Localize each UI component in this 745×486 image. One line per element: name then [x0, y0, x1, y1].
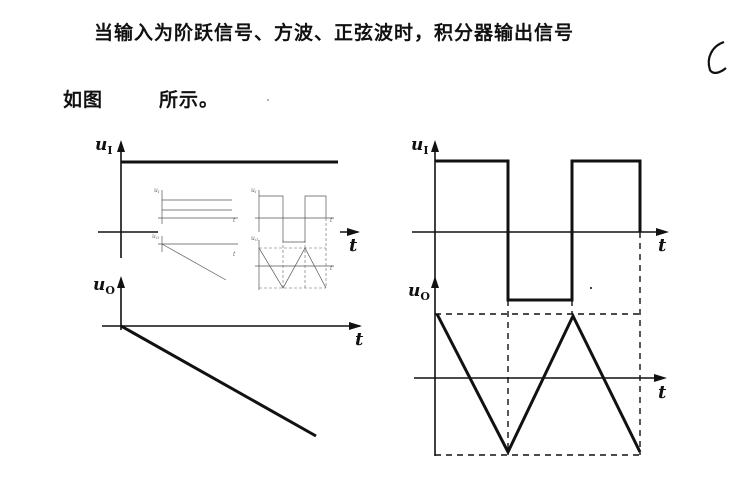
scan-mark — [707, 40, 727, 74]
square-input-label: uI — [411, 135, 429, 157]
triangle-output-signal — [435, 312, 642, 456]
triangle-output-t-label: t — [658, 382, 667, 403]
ramp-output-signal — [120, 324, 317, 438]
ramp-output-plot: uO t — [93, 275, 364, 438]
step-input-t-label: t — [349, 235, 358, 256]
inset-thumbnail: uI t uO t uI t uO t — [152, 184, 340, 292]
inset-square-input-t-label: t — [330, 217, 333, 224]
inset-ramp-output-label: uO — [152, 233, 160, 240]
square-input-signal — [435, 159, 642, 302]
ramp-output-y-arrow — [117, 276, 125, 288]
triangle-output-plot: uO t — [408, 232, 667, 456]
inset-triangle-output-t-label: t — [330, 265, 333, 272]
paragraph-line-2-end: 所示。 — [159, 89, 220, 111]
scan-speck — [589, 286, 593, 290]
inset-ramp-output-t-label: t — [233, 251, 236, 258]
inset-step-input-t-label: t — [233, 217, 236, 224]
ramp-output-t-label: t — [355, 329, 364, 350]
step-input-label: uI — [95, 135, 113, 157]
square-input-t-label: t — [658, 235, 667, 256]
step-input-x-arrow — [347, 228, 360, 236]
ramp-output-x-arrow — [349, 322, 362, 330]
square-input-x-arrow — [656, 228, 669, 236]
triangle-output-y-arrow — [431, 276, 439, 288]
inset-square-input-label: uI — [251, 187, 257, 194]
scan-speck — [267, 99, 269, 101]
square-input-plot: uI t — [411, 135, 669, 302]
ramp-output-label: uO — [93, 275, 115, 297]
triangle-output-x-arrow — [654, 374, 667, 382]
paragraph-line-1: 当输入为阶跃信号、方波、正弦波时，积分器输出信号 — [94, 22, 575, 44]
step-input-y-arrow — [117, 140, 125, 152]
paragraph-line-2-start: 如图 — [63, 89, 104, 111]
square-input-y-arrow — [431, 140, 439, 152]
triangle-output-label: uO — [408, 281, 430, 303]
inset-triangle-output-label: uO — [251, 235, 259, 242]
inset-step-input-label: uI — [154, 187, 160, 194]
